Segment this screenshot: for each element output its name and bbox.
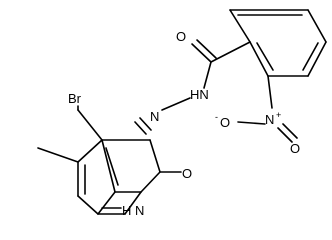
molecule-diagram: O HN N N + O O - Br O N H: [37, 9, 327, 218]
lactam-oxygen-label: O: [182, 166, 192, 181]
amide-group: [191, 39, 251, 89]
nitro-oxygen-label: O: [290, 141, 300, 156]
structure-svg: O HN N N + O O - Br O N H: [37, 9, 327, 218]
indole-nitrogen-label: N: [135, 203, 144, 218]
bromine-label: Br: [68, 91, 82, 106]
carbonyl-oxygen-label: O: [176, 29, 186, 44]
nitro-group: [237, 75, 298, 143]
nitro-nitrogen-label: N: [265, 112, 274, 127]
indole-hydrogen-label: H: [122, 203, 131, 218]
nitro-oxide-oxygen-label: O: [220, 115, 230, 130]
nitro-negative-charge: -: [215, 112, 218, 122]
nitro-positive-charge: +: [276, 110, 281, 120]
indolinone-core: [37, 105, 182, 215]
hydrazone-linkage: [134, 97, 191, 135]
hydrazide-nh-label: HN: [190, 87, 209, 102]
hydrazone-nitrogen-label: N: [150, 109, 159, 124]
nitrobenzene-ring: [229, 9, 327, 77]
